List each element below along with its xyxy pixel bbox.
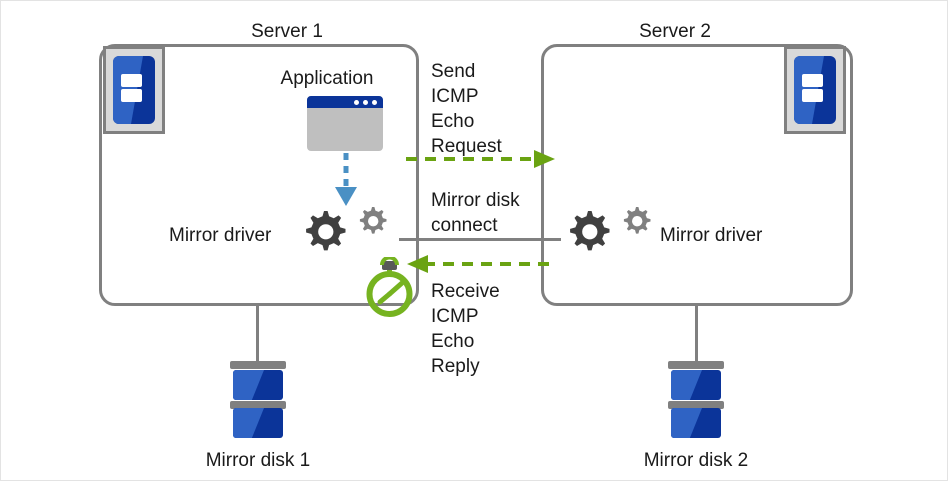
gears-icon-left [306, 207, 387, 251]
window-dot-icon [372, 100, 377, 105]
send-icmp-echo-request-label: Send ICMP Echo Request [431, 61, 502, 157]
server-rack-slot [120, 73, 143, 87]
disk-cap [230, 401, 286, 409]
disk-1-connector-line [256, 306, 259, 362]
server-2-title: Server 2 [639, 21, 711, 42]
mirror-disk-connect-line [399, 238, 561, 241]
disk-stack-icon-2 [668, 361, 724, 438]
server-2-box [541, 44, 853, 306]
disk-2-connector-line [695, 306, 698, 362]
disk-platter [671, 370, 721, 400]
application-titlebar [307, 96, 383, 108]
mirror-disk-2-label: Mirror disk 2 [643, 450, 749, 471]
window-dot-icon [354, 100, 359, 105]
disk-cap [230, 361, 286, 369]
mirror-driver-label-right: Mirror driver [660, 225, 763, 246]
disk-platter [233, 408, 283, 438]
server-rack-body [113, 56, 155, 124]
stopwatch-icon [366, 257, 413, 317]
server-1-box [99, 44, 419, 306]
dashed-down-arrow-icon [335, 153, 357, 206]
disk-platter [233, 370, 283, 400]
server-rack-body [794, 56, 836, 124]
mirror-driver-label-left: Mirror driver [169, 225, 272, 246]
gears-icon-right [570, 207, 651, 251]
application-window-icon [307, 96, 383, 151]
server-rack-icon-right [784, 46, 846, 134]
disk-platter [671, 408, 721, 438]
dashed-right-arrow-icon [406, 150, 555, 168]
receive-icmp-echo-reply-label: Receive ICMP Echo Reply [431, 281, 500, 377]
server-rack-icon-left [103, 46, 165, 134]
server-rack-slot [801, 73, 824, 87]
mirror-disk-connect-label: Mirror disk connect [431, 190, 520, 236]
mirror-disk-1-label: Mirror disk 1 [205, 450, 311, 471]
server-rack-slot [120, 88, 143, 102]
dashed-left-arrow-icon [407, 255, 556, 273]
disk-cap [668, 361, 724, 369]
application-label: Application [280, 68, 374, 89]
server-rack-slot [801, 88, 824, 102]
disk-cap [668, 401, 724, 409]
window-dot-icon [363, 100, 368, 105]
disk-stack-icon-1 [230, 361, 286, 438]
server-1-title: Server 1 [251, 21, 323, 42]
